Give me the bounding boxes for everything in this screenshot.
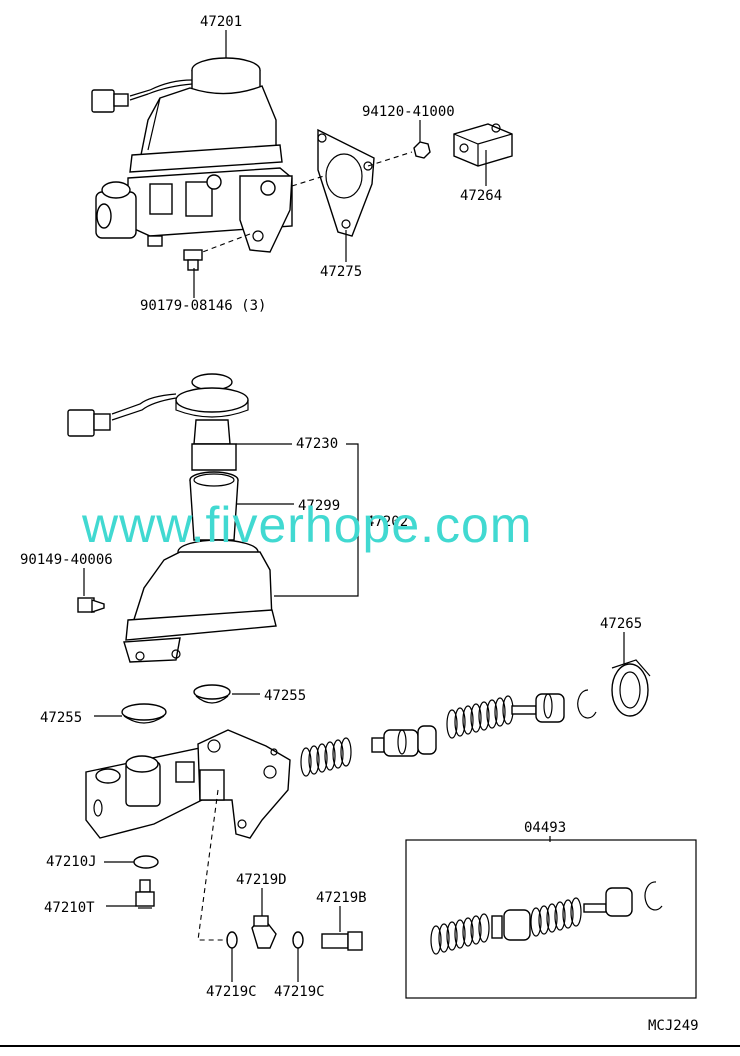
label-47210J: 47210J [46,854,97,870]
label-47219D: 47219D [236,872,287,888]
part-labels: 47201 94120-41000 47264 47275 90179-0814… [20,14,699,1034]
washer-47210J [133,855,159,869]
reservoir-cap-47230 [67,373,249,471]
label-94120-41000: 94120-41000 [362,104,455,120]
label-47299: 47299 [298,498,340,514]
kit-box-04493 [405,839,697,999]
bolt-47219B [321,931,363,951]
dashed-connector [197,789,228,941]
label-47264: 47264 [460,188,502,204]
block-47264 [453,123,513,167]
label-90179-08146: 90179-08146 (3) [140,298,266,314]
nut-94120 [413,141,431,159]
piston-assembly [300,659,651,777]
watermark: www.fiverhope.com [81,497,533,553]
label-47255-left: 47255 [40,710,82,726]
label-47219B: 47219B [316,890,367,906]
label-90149-40006: 90149-40006 [20,552,113,568]
label-47201: 47201 [200,14,242,30]
gasket-47275 [291,128,413,237]
label-04493: 04493 [524,820,566,836]
label-47230: 47230 [296,436,338,452]
strainer-47299 [189,471,239,541]
gasket-47219C-right [292,931,304,949]
label-47219C-right: 47219C [274,984,325,1000]
diagram-code: MCJ249 [648,1018,699,1034]
bolt-90149 [77,597,105,613]
label-47210T: 47210T [44,900,95,916]
reservoir-47202 [123,539,277,663]
master-cylinder-assembly [91,57,293,271]
union-47219D [251,914,277,949]
label-47219C-left: 47219C [206,984,257,1000]
grommet-47255-right [193,684,231,704]
grommet-47255-left [121,703,167,724]
bleeder-47210T [135,879,155,909]
label-47275: 47275 [320,264,362,280]
label-47202: 47202 [366,514,408,530]
label-47265: 47265 [600,616,642,632]
cylinder-body [85,729,291,839]
gasket-47219C-left [226,931,238,949]
label-47255-right: 47255 [264,688,306,704]
